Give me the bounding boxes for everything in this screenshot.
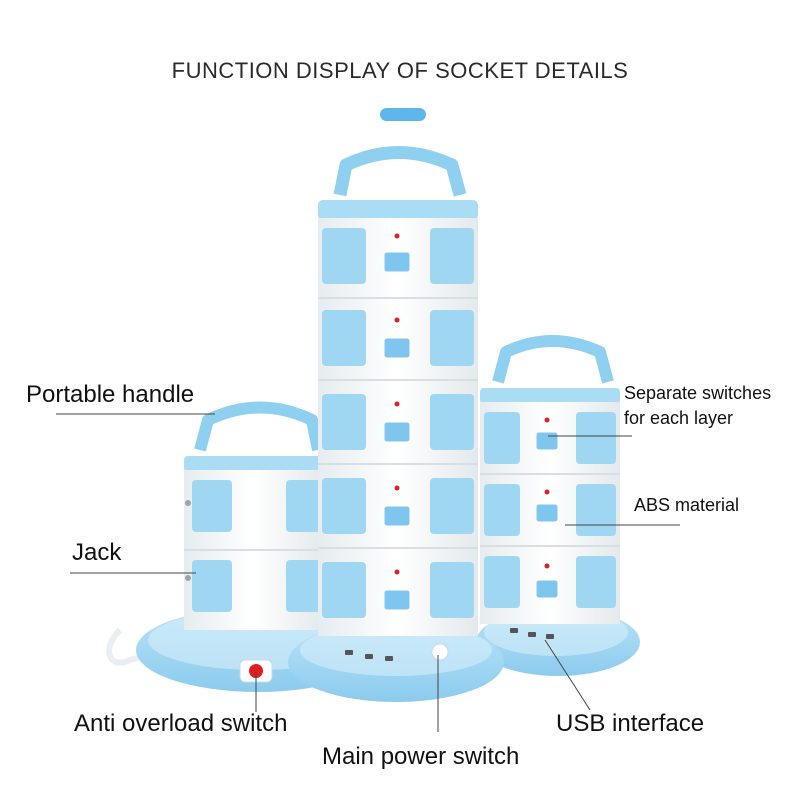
title-accent-bar (380, 108, 426, 121)
right-tower (476, 335, 640, 676)
label-anti-overload-switch: Anti overload switch (74, 710, 288, 737)
anti-overload-switch-light (249, 664, 263, 678)
left-socket (192, 480, 232, 532)
center-tower (288, 146, 504, 702)
label-usb-interface: USB interface (556, 710, 705, 737)
label-separate-switches: Separate switches for each layer (624, 381, 771, 431)
layer-switch (535, 431, 559, 451)
label-separate-switches-line2: for each layer (624, 408, 734, 428)
label-separate-switches-line1: Separate switches (624, 383, 772, 403)
jack-dot (185, 575, 191, 581)
usb-port (528, 632, 536, 637)
left-handle (194, 401, 324, 452)
main-power-switch (431, 643, 449, 661)
jack-dot (185, 500, 191, 506)
center-handle (333, 146, 467, 197)
left-socket (286, 480, 320, 532)
usb-port (546, 634, 554, 639)
usb-port (365, 654, 373, 659)
label-main-power-switch: Main power switch (322, 743, 520, 770)
layer-switch (383, 337, 411, 359)
layer-switch (383, 251, 411, 273)
usb-port (385, 656, 393, 661)
label-portable-handle: Portable handle (26, 381, 195, 408)
callout-line-usb (544, 639, 591, 711)
power-cord (106, 627, 201, 666)
label-abs-material: ABS material (634, 495, 740, 515)
left-tower (136, 401, 380, 692)
layer-switch (535, 579, 559, 599)
layer-switch (383, 589, 411, 611)
right-handle (492, 335, 614, 384)
layer-switch (383, 505, 411, 527)
layer-switch (535, 503, 559, 523)
label-jack: Jack (72, 539, 122, 566)
left-socket (192, 560, 232, 612)
left-socket (286, 560, 320, 612)
usb-port (345, 650, 353, 655)
page-title: FUNCTION DISPLAY OF SOCKET DETAILS (171, 58, 629, 83)
layer-switch (383, 421, 411, 443)
usb-port (510, 628, 518, 633)
